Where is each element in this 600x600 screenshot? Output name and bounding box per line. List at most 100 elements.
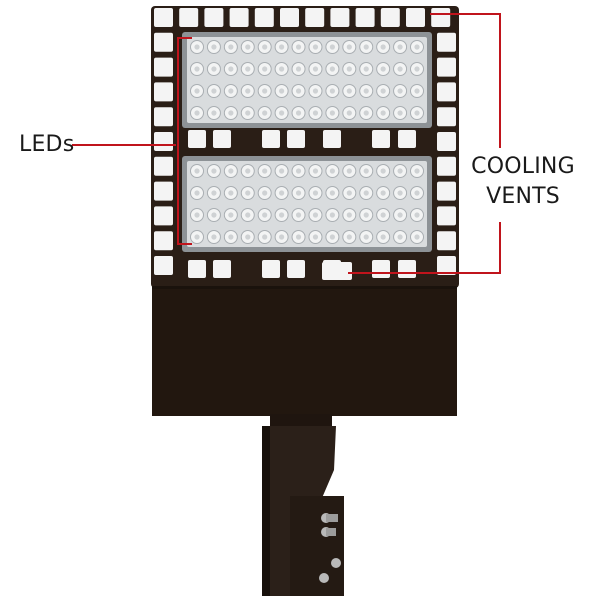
led-chip (245, 234, 251, 240)
led-chip (312, 66, 319, 72)
led-chip (279, 168, 285, 174)
led-chip (414, 66, 420, 72)
led-chip (194, 88, 200, 94)
led-chip (262, 44, 268, 50)
led-chip (295, 234, 302, 240)
vent-slot (431, 8, 451, 27)
led-chip (245, 66, 251, 72)
led-chip (262, 212, 268, 218)
vent-slot (262, 260, 280, 278)
led-chip (312, 190, 319, 196)
led-chip (262, 88, 268, 94)
led-chip (262, 234, 268, 240)
vent-slot (154, 8, 173, 27)
led-chip (414, 44, 420, 50)
vent-slot (437, 156, 456, 176)
vent-slot (437, 256, 456, 275)
led-chip (194, 190, 200, 196)
led-chip (380, 190, 386, 196)
vent-slot (154, 32, 173, 52)
vent-slot (154, 82, 173, 102)
led-chip (295, 190, 302, 196)
vent-slot (213, 260, 231, 278)
vent-slot (437, 107, 456, 127)
cooling-label-line1: COOLING (471, 154, 575, 179)
led-chip (380, 234, 386, 240)
led-chip (211, 44, 217, 50)
mount-bolts (319, 513, 341, 583)
inner-cooling-vents (188, 130, 416, 280)
vent-slot (204, 8, 224, 27)
vent-slot (154, 206, 173, 226)
vent-slot (372, 130, 390, 148)
led-chip (363, 168, 369, 174)
vent-slot (154, 256, 173, 275)
vent-slot (287, 130, 305, 148)
led-chip (312, 212, 319, 218)
leds-label: LEDs (19, 132, 75, 157)
led-chip (380, 88, 386, 94)
led-chip (414, 234, 420, 240)
led-chip (194, 110, 200, 116)
led-chip (397, 168, 403, 174)
led-chip (262, 190, 268, 196)
led-chip (380, 44, 386, 50)
vents-callout-top (430, 13, 501, 148)
vent-slot (437, 181, 456, 201)
led-chip (295, 88, 302, 94)
led-chip (295, 168, 302, 174)
led-chip (228, 212, 234, 218)
vent-slot (154, 107, 173, 127)
led-chip (397, 110, 403, 116)
led-chip (211, 88, 217, 94)
slip-fitter-plate (290, 496, 344, 596)
led-chip (363, 212, 369, 218)
led-chip (245, 110, 251, 116)
led-chip (279, 234, 285, 240)
led-chip (363, 44, 369, 50)
vent-slot (254, 8, 274, 27)
led-chip (329, 168, 335, 174)
vent-slot (437, 82, 456, 102)
bolt-head (326, 528, 336, 536)
led-chip (329, 110, 335, 116)
led-chip (380, 212, 386, 218)
led-chip (211, 234, 217, 240)
led-chip (194, 44, 200, 50)
led-chip (380, 110, 386, 116)
led-chip (245, 168, 251, 174)
led-chip (279, 110, 285, 116)
led-chip (211, 190, 217, 196)
led-chip (245, 190, 251, 196)
led-chip (194, 212, 200, 218)
callout-lines (72, 13, 501, 274)
vent-slot (330, 8, 350, 27)
led-chip (279, 66, 285, 72)
led-chip (279, 190, 285, 196)
vent-slot (229, 8, 249, 27)
led-chip (363, 110, 369, 116)
bolt (331, 558, 341, 568)
led-chip (329, 234, 335, 240)
led-chip (329, 66, 335, 72)
led-chip (279, 212, 285, 218)
vent-slot (322, 262, 352, 280)
led-chip (380, 66, 386, 72)
led-chip (211, 66, 217, 72)
led-chip (194, 168, 200, 174)
led-chip (228, 190, 234, 196)
led-chip (295, 110, 302, 116)
vent-slot (262, 130, 280, 148)
led-chip (346, 168, 352, 174)
led-chip (312, 44, 319, 50)
vent-slot (437, 231, 456, 251)
led-chip (397, 234, 403, 240)
vent-slot (398, 130, 416, 148)
led-chip (211, 110, 217, 116)
led-chip (363, 66, 369, 72)
vent-slot (380, 8, 400, 27)
led-chip (228, 110, 234, 116)
led-chip (262, 110, 268, 116)
led-chip (414, 168, 420, 174)
